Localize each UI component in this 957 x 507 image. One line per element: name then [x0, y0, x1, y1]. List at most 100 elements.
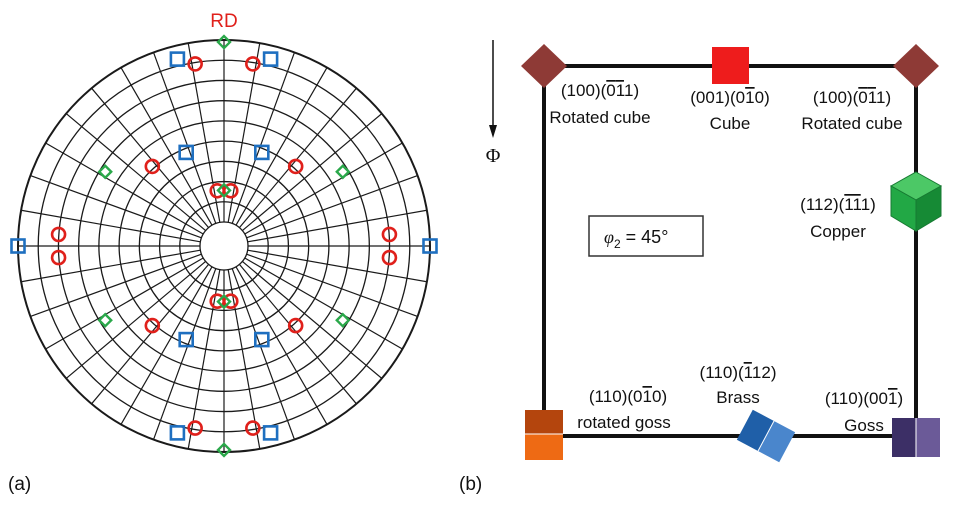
rotated-cube-right-name: Rotated cube — [801, 114, 902, 133]
rotated-cube-right-miller: (100)(011) — [813, 88, 891, 107]
longitude-line — [45, 257, 204, 350]
cube-marker — [712, 47, 749, 84]
goss-name: Goss — [844, 416, 884, 435]
red-circle-pole — [144, 158, 161, 175]
longitude-line — [120, 266, 213, 425]
rotated-goss-miller: (110)(010) — [589, 387, 667, 406]
pole-figure-markers — [10, 34, 438, 458]
latitude-circle — [199, 221, 249, 271]
phi2-value: = 45° — [621, 227, 669, 247]
longitude-line — [45, 142, 204, 235]
phi2-symbol: φ — [604, 227, 614, 247]
longitude-line — [91, 263, 210, 405]
longitude-line — [244, 257, 403, 350]
red-circle-pole — [381, 226, 398, 243]
blue-square-pole — [169, 51, 186, 67]
rotated-cube-left-marker — [521, 44, 567, 88]
red-circle-pole — [287, 317, 304, 334]
red-circle-pole — [287, 158, 304, 175]
longitude-line — [246, 174, 418, 239]
caption-b: (b) — [459, 474, 482, 495]
blue-square-pole — [178, 331, 194, 348]
blue-square-pole — [262, 425, 279, 441]
longitude-line — [238, 87, 357, 229]
longitude-line — [65, 113, 207, 232]
blue-square-pole — [254, 331, 270, 348]
rotated-goss-marker — [525, 410, 563, 460]
longitude-line — [187, 43, 221, 223]
rotated-cube-right-marker — [893, 44, 939, 88]
longitude-line — [21, 249, 201, 283]
green-diamond-pole — [97, 312, 113, 328]
red-circle-pole — [187, 420, 203, 436]
red-circle-pole — [222, 182, 239, 199]
phi2-box — [588, 215, 704, 257]
longitude-line — [30, 174, 202, 239]
longitude-line — [21, 209, 201, 243]
red-circle-pole — [187, 56, 203, 72]
longitude-line — [238, 263, 357, 405]
pole-figure-panel: RD (a) — [8, 11, 438, 495]
phi-axis-arrowhead — [489, 125, 497, 138]
rotated-goss-name: rotated goss — [577, 413, 671, 432]
pole-figure-grid — [17, 39, 431, 453]
brass-miller: (110)(112) — [700, 363, 777, 382]
red-circle-pole — [245, 420, 261, 436]
rd-label: RD — [210, 11, 237, 32]
longitude-line — [235, 67, 328, 226]
green-diamond-pole — [97, 164, 113, 180]
rotated-cube-left-miller: (100)(011) — [561, 81, 639, 100]
green-diamond-pole — [216, 293, 232, 310]
rotated-cube-left-name: Rotated cube — [549, 108, 650, 127]
copper-name: Copper — [810, 222, 866, 241]
longitude-line — [235, 266, 328, 425]
longitude-line — [65, 260, 207, 379]
longitude-line — [91, 87, 210, 229]
blue-square-pole — [169, 425, 186, 441]
longitude-line — [30, 253, 202, 318]
longitude-line — [241, 260, 383, 379]
longitude-line — [231, 52, 296, 224]
goss-marker — [892, 418, 940, 457]
red-circle-pole — [381, 249, 398, 266]
copper-miller: (112)(111) — [800, 195, 876, 214]
longitude-line — [227, 43, 261, 223]
longitude-line — [152, 268, 217, 440]
green-diamond-pole — [216, 34, 232, 50]
brass-marker — [736, 409, 796, 463]
odf-section-panel: Φ φ2 = 45° (100)(011) Rotated cube (001)… — [459, 40, 943, 495]
longitude-line — [241, 113, 383, 232]
longitude-line — [152, 52, 217, 224]
longitude-line — [247, 249, 427, 283]
longitude-line — [246, 253, 418, 318]
green-diamond-pole — [335, 164, 351, 180]
longitude-line — [247, 209, 427, 243]
longitude-line — [187, 269, 221, 449]
brass-name: Brass — [716, 388, 759, 407]
blue-square-pole — [422, 238, 438, 254]
blue-square-pole — [262, 51, 279, 67]
caption-a: (a) — [8, 474, 31, 495]
red-circle-pole — [144, 317, 161, 334]
red-circle-pole — [209, 293, 226, 310]
longitude-line — [244, 142, 403, 235]
blue-square-pole — [254, 144, 270, 161]
blue-square-pole — [10, 238, 26, 254]
phi2-subscript: 2 — [614, 237, 621, 251]
goss-miller: (110)(001) — [825, 389, 903, 408]
longitude-line — [120, 67, 213, 226]
green-diamond-pole — [216, 182, 232, 199]
red-circle-pole — [50, 249, 67, 266]
cube-name: Cube — [710, 114, 751, 133]
cube-miller: (001)(010) — [690, 88, 770, 107]
green-diamond-pole — [216, 442, 232, 458]
green-diamond-pole — [335, 312, 351, 328]
phi2-label: φ2 = 45° — [604, 227, 668, 251]
red-circle-pole — [50, 226, 67, 243]
blue-square-pole — [178, 144, 194, 161]
longitude-line — [231, 268, 296, 440]
longitude-line — [227, 269, 261, 449]
red-circle-pole — [245, 56, 261, 72]
copper-marker — [889, 171, 943, 232]
